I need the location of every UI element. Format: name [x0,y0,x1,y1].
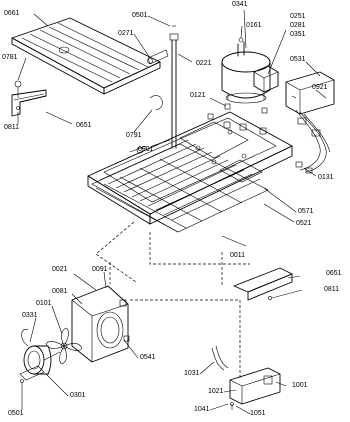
fan-motor [19,329,61,383]
control-box [285,71,335,115]
drain-tray-cover [11,17,161,95]
callout-1031: 1031 [184,370,200,377]
relation-line [95,221,137,283]
compressor-grommets [207,103,268,135]
callout-0301: 0301 [70,392,86,399]
callout-0651-right: 0651 [326,270,342,277]
relation-line [130,299,241,380]
callout-0011: 0011 [230,252,246,259]
callout-0251: 0251 [290,13,306,20]
callout-0331: 0331 [22,312,38,319]
callout-0281: 0281 [290,22,306,29]
right-bracket [233,267,293,301]
callout-0541: 0541 [140,354,156,361]
callout-0811-right: 0811 [324,286,340,293]
callout-0341: 0341 [232,1,248,8]
callout-1001: 1001 [292,382,308,389]
leader-lines [17,9,327,415]
left-bracket [11,80,47,117]
relation-line [149,232,250,265]
callout-0131: 0131 [318,174,334,181]
callout-0781: 0781 [2,54,18,61]
drain-tube [147,25,179,149]
callout-0791: 0791 [126,132,142,139]
callout-0501-bottom: 0501 [8,410,24,417]
drain-heater-bracket [211,345,281,410]
fan-shroud [71,285,130,363]
callout-0101: 0101 [36,300,52,307]
callout-0161: 0161 [246,22,262,29]
callout-0901: 0901 [138,146,154,153]
fan-blade [45,327,83,365]
callout-0921: 0921 [312,84,328,91]
callout-0661: 0661 [4,10,20,17]
callout-0271: 0271 [118,30,134,37]
callout-1021: 1021 [208,388,224,395]
callout-0521: 0521 [296,220,312,227]
compressor [221,37,271,104]
condenser-grille [91,139,269,233]
callout-0501: 0501 [132,12,148,19]
callout-0121: 0121 [190,92,206,99]
callout-0081: 0081 [52,288,68,295]
callout-0021: 0021 [52,266,68,273]
callout-0221: 0221 [196,60,212,67]
wire-harness [295,109,331,174]
wire-loop [149,95,163,111]
callout-0531: 0531 [290,56,306,63]
callout-1041: 1041 [194,406,210,413]
callout-0811: 0811 [4,124,20,131]
callout-0651: 0651 [76,122,92,129]
drain-pan-assembly [87,111,293,233]
callout-0571: 0571 [298,208,314,215]
callout-1051: 1051 [250,410,266,417]
callout-0091: 0091 [92,266,108,273]
relay-overload [253,65,279,93]
callout-0351: 0351 [290,31,306,38]
